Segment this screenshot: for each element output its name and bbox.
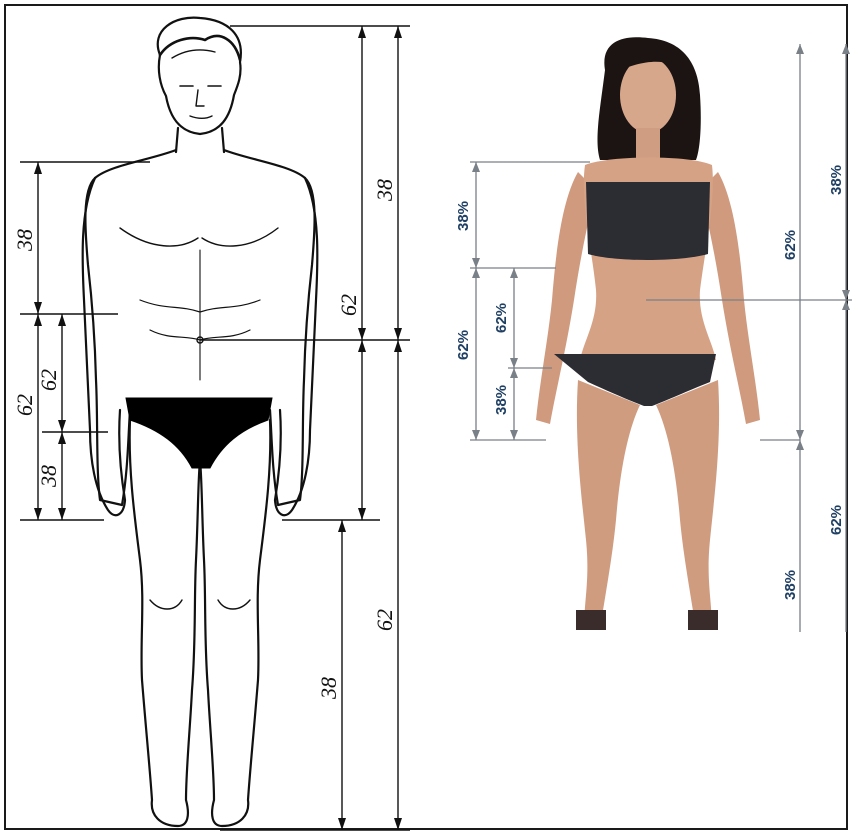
male-right-leg <box>200 420 270 826</box>
male-left-arm <box>83 178 125 515</box>
male-label-62-mid-right: 62 <box>336 294 361 316</box>
female-label-38-far-right: 38% <box>828 165 845 195</box>
male-label-62-inner: 62 <box>36 369 61 391</box>
female-label-62-inner: 62% <box>493 303 510 333</box>
female-label-38-bottom: 38% <box>782 570 799 600</box>
female-top <box>586 182 710 260</box>
female-label-38-inner: 38% <box>493 385 510 415</box>
female-figure-render <box>536 37 760 630</box>
female-label-62-left: 62% <box>455 330 472 360</box>
male-label-38-lower-left: 38 <box>36 465 61 488</box>
male-right-arm <box>275 178 317 515</box>
male-briefs <box>126 398 272 468</box>
male-label-38-upper: 38 <box>12 229 37 252</box>
female-label-62-right-top: 62% <box>782 230 799 260</box>
male-head <box>158 18 241 134</box>
female-label-62-far-right-bottom: 62% <box>828 505 845 535</box>
male-label-38-top-right: 38 <box>372 179 397 202</box>
female-label-38-upper: 38% <box>455 201 472 231</box>
male-label-62-bottom-right: 62 <box>372 609 397 631</box>
male-left-leg <box>130 420 200 826</box>
male-label-62-left: 62 <box>12 394 37 416</box>
male-label-38-bottom: 38 <box>316 677 341 700</box>
